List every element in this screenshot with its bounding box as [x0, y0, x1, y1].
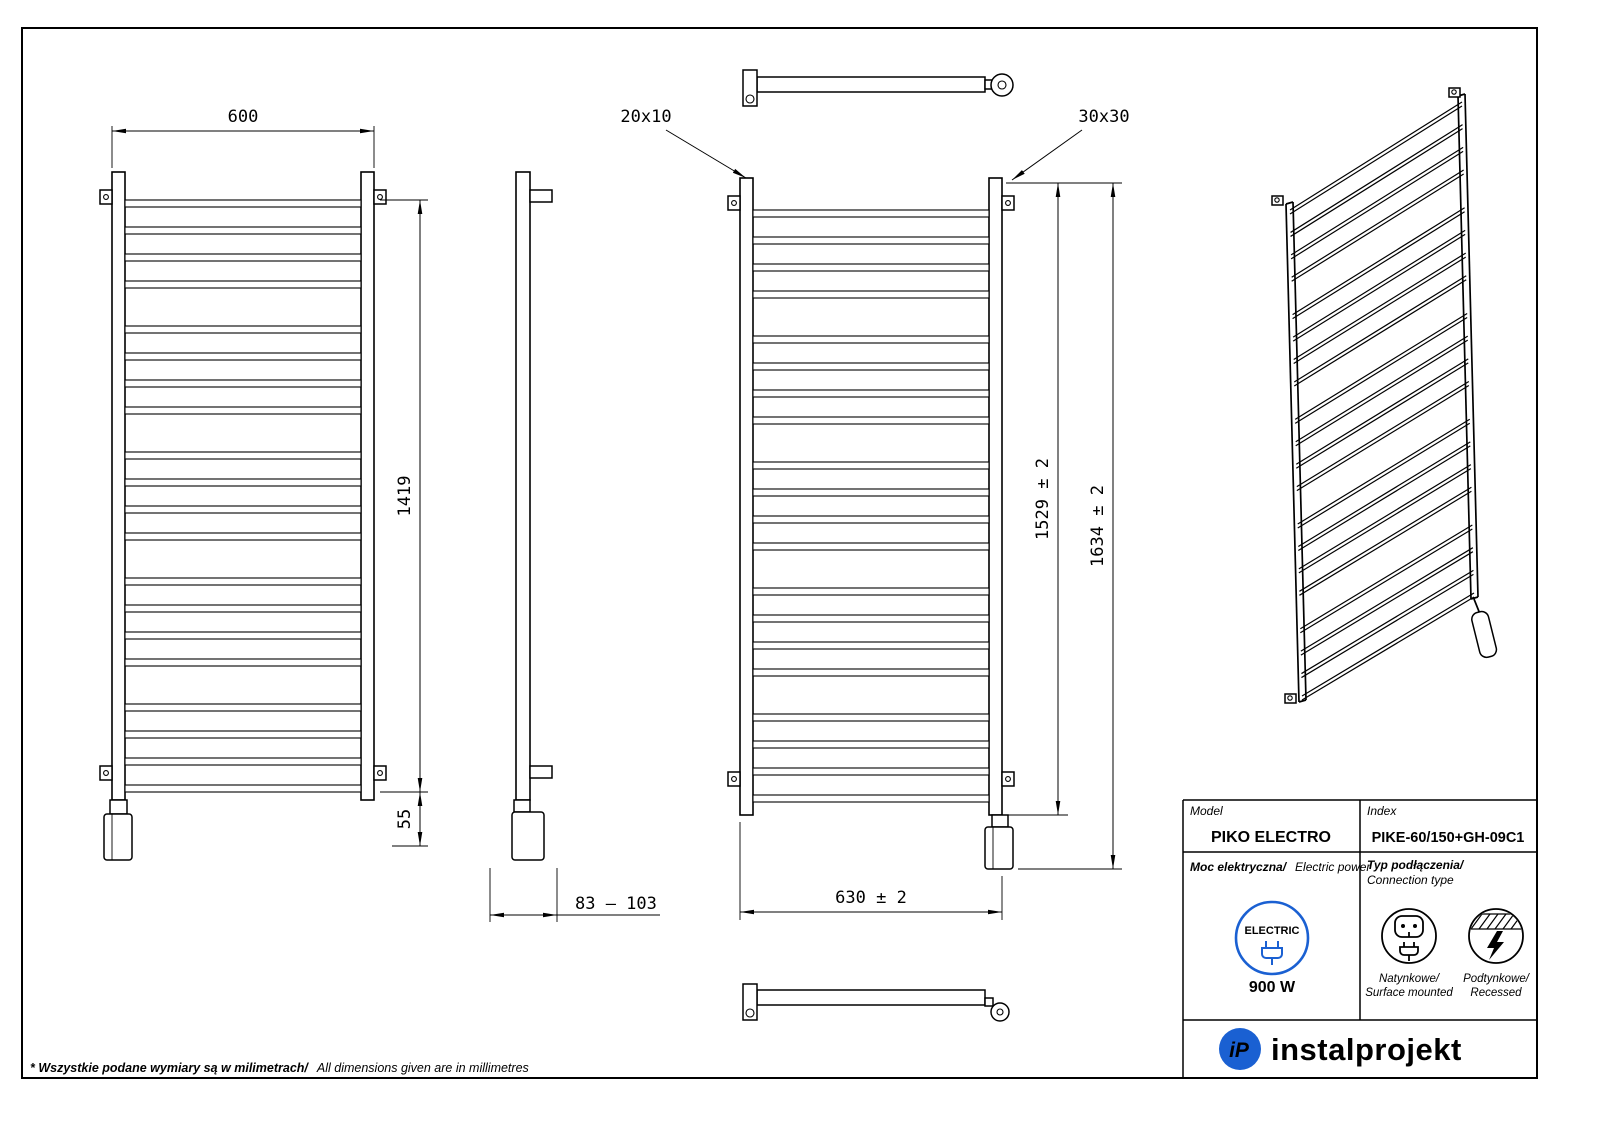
dim-depth-label: 83 – 103	[575, 894, 657, 914]
model-label: Model	[1190, 804, 1223, 818]
index-value: PIKE-60/150+GH-09C1	[1372, 830, 1525, 846]
brand-name: instalprojekt	[1271, 1032, 1462, 1067]
connection-label-pl: Typ podłączenia/	[1367, 858, 1465, 872]
power-label: Moc elektryczna/ Electric power	[1190, 858, 1371, 875]
page-border	[21, 27, 1538, 1079]
brand-mark: iP	[1229, 1039, 1250, 1062]
bottom-view	[742, 983, 1010, 1022]
connection-label-en: Connection type	[1367, 873, 1454, 887]
dim-600-label: 600	[228, 107, 259, 127]
dim-1634-label: 1634 ± 2	[1088, 485, 1108, 567]
dimension-height-1634: 1634 ± 2	[1018, 183, 1122, 870]
electric-badge-label: ELECTRIC	[1245, 925, 1300, 937]
wall-bracket-icon	[99, 189, 387, 781]
heating-element	[984, 814, 1014, 870]
footnote: * Wszystkie podane wymiary są w milimetr…	[30, 1059, 529, 1076]
rung-lines	[752, 209, 990, 803]
wall-bracket-icon	[529, 765, 553, 779]
wall-bracket-icon	[1271, 87, 1461, 704]
dim-55-label: 55	[395, 809, 415, 829]
rung-lines	[1289, 101, 1475, 701]
front-view: 600 1419 55	[99, 107, 428, 861]
model-value: PIKO ELECTRO	[1211, 829, 1331, 846]
index-label: Index	[1367, 804, 1397, 818]
side-view: 83 – 103	[489, 171, 660, 922]
rung-lines	[124, 199, 362, 793]
recessed-label-pl: Podtynkowe/	[1463, 973, 1531, 985]
brand-logo-disc-icon	[1219, 1028, 1261, 1070]
dimension-height-1419: 1419	[380, 199, 428, 793]
brand-logo: iP instalprojekt	[1219, 1028, 1462, 1070]
dimension-height-1529: 1529 ± 2	[1006, 182, 1122, 816]
tube-profile-label: 20x10	[620, 107, 671, 127]
surface-label-pl: Natynkowe/	[1379, 973, 1441, 985]
callout-tube-profile: 20x10	[620, 107, 747, 179]
iso-view	[1271, 87, 1498, 704]
wall-bracket-icon	[529, 189, 553, 203]
dimension-depth: 83 – 103	[489, 868, 660, 922]
recessed-icon	[1468, 908, 1524, 964]
dimension-width-630: 630 ± 2	[739, 822, 1003, 920]
dim-1419-label: 1419	[395, 476, 415, 517]
heating-element	[1471, 598, 1498, 659]
dim-630-label: 630 ± 2	[835, 888, 907, 908]
heating-element	[511, 799, 545, 861]
lightning-icon	[1487, 931, 1504, 960]
dim-1529-label: 1529 ± 2	[1033, 458, 1053, 540]
plug-icon	[1261, 941, 1283, 965]
power-value: 900 W	[1249, 979, 1296, 996]
callout-collector-profile: 30x30	[1011, 107, 1130, 181]
spec-table: Model PIKO ELECTRO Index PIKE-60/150+GH-…	[1182, 799, 1537, 1078]
surface-label-en: Surface mounted	[1365, 987, 1453, 999]
dimension-width-600: 600	[111, 107, 375, 168]
dimension-offset-55: 55	[392, 792, 428, 847]
surface-mounted-icon	[1381, 908, 1437, 964]
top-view	[742, 69, 1014, 107]
heating-element	[103, 799, 133, 861]
electric-power-icon: ELECTRIC	[1234, 900, 1310, 976]
recessed-label-en: Recessed	[1470, 987, 1522, 999]
wall-bracket-icon	[727, 195, 1015, 787]
collector-profile-label: 30x30	[1078, 107, 1129, 127]
middle-view: 20x10 30x30 1529 ± 2 1634 ± 2 630 ± 2	[620, 107, 1130, 920]
